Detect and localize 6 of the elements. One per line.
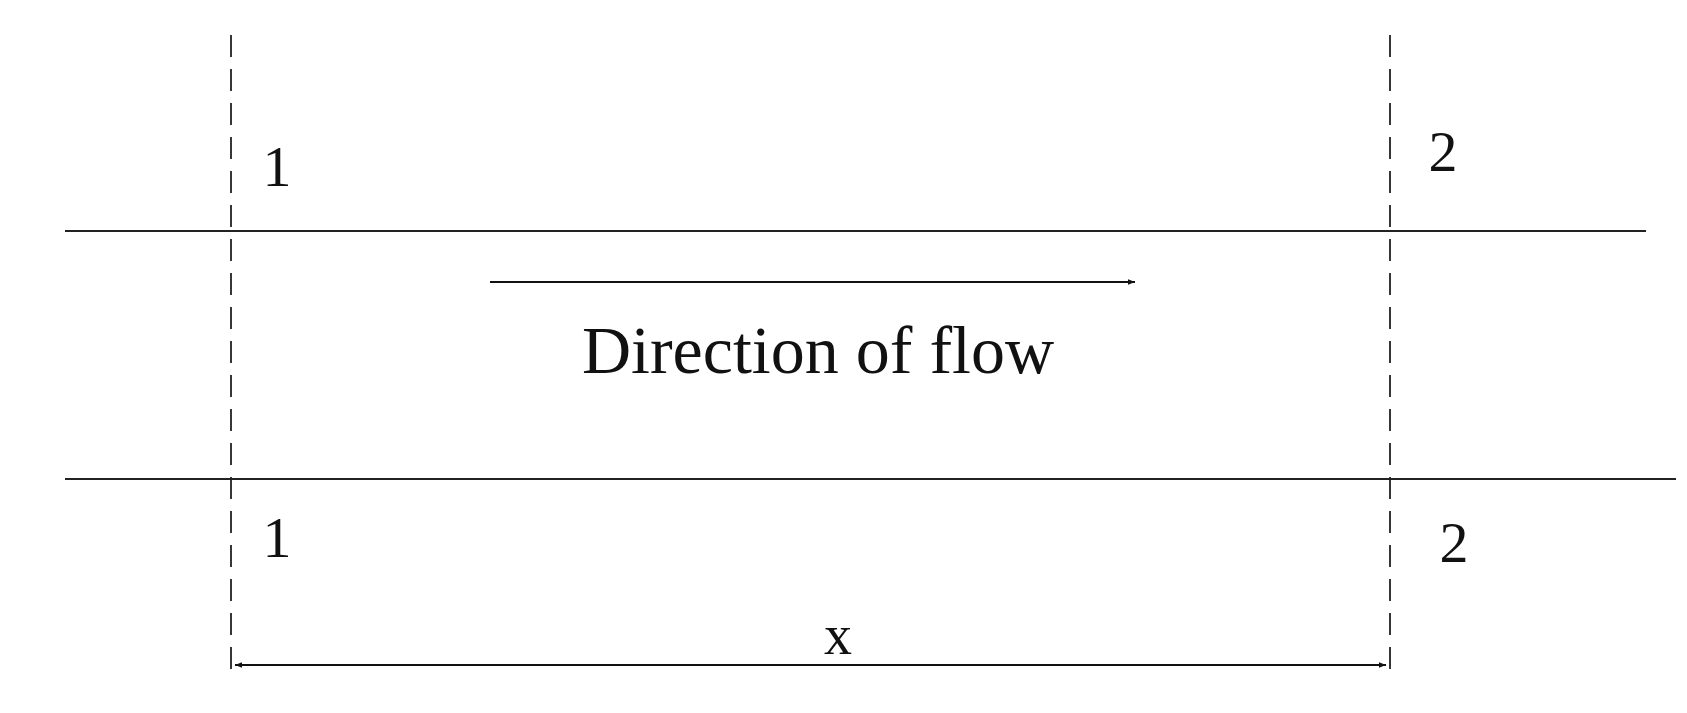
section-number: 1 xyxy=(262,509,292,567)
section-number: 2 xyxy=(1428,123,1458,181)
dimension-label: x xyxy=(824,607,852,663)
section-number: 1 xyxy=(262,138,292,196)
flow-label: Direction of flow xyxy=(581,316,1055,384)
section-number: 2 xyxy=(1439,514,1469,572)
